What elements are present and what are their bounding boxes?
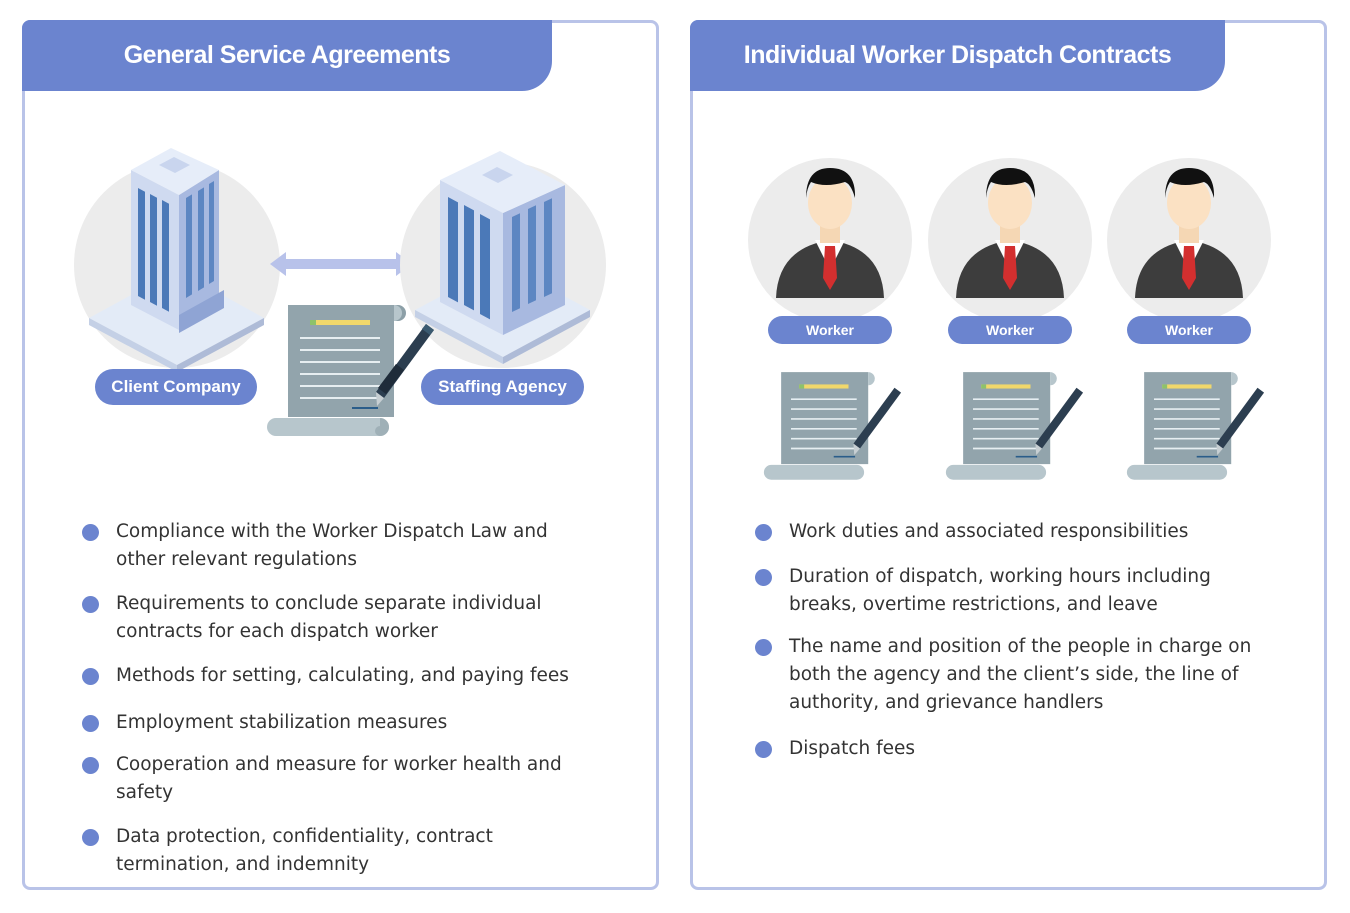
list-item: Compliance with the Worker Dispatch Law … (82, 518, 602, 574)
bullet-dot (755, 741, 772, 758)
worker-label: Worker (1127, 316, 1251, 344)
list-item: Duration of dispatch, working hours incl… (755, 563, 1265, 619)
contract-scroll-icon (945, 372, 1084, 480)
worker-avatar-icon (748, 158, 912, 322)
list-item: Methods for setting, calculating, and pa… (82, 662, 602, 690)
list-item: Data protection, confidentiality, contra… (82, 823, 602, 879)
pen-icon (1216, 387, 1265, 456)
panel-title: General Service Agreements (22, 20, 552, 91)
contract-scroll-icon (763, 372, 902, 480)
pen-icon (376, 324, 434, 406)
worker-label: Worker (948, 316, 1072, 344)
pen-icon (853, 387, 902, 456)
panel-title: Individual Worker Dispatch Contracts (690, 20, 1225, 91)
list-item: Cooperation and measure for worker healt… (82, 751, 602, 807)
contract-scroll-icon (1126, 372, 1265, 480)
bullet-dot (82, 757, 99, 774)
list-item: The name and position of the people in c… (755, 633, 1265, 717)
right-bullet-list: Work duties and associated responsibilit… (755, 518, 1265, 763)
double-arrow-icon (270, 252, 412, 276)
list-item: Dispatch fees (755, 735, 1265, 763)
staffing-agency-label: Staffing Agency (421, 369, 584, 405)
client-building-icon (74, 148, 280, 372)
bullet-dot (82, 715, 99, 732)
bullet-dot (755, 524, 772, 541)
pen-icon (1035, 387, 1084, 456)
agency-building-icon (400, 151, 606, 368)
worker-avatar-icon (928, 158, 1092, 322)
bullet-dot (82, 524, 99, 541)
contract-scroll-icon (267, 305, 434, 436)
list-item: Work duties and associated responsibilit… (755, 518, 1265, 546)
list-item: Requirements to conclude separate indivi… (82, 590, 602, 646)
list-item: Employment stabilization measures (82, 709, 602, 737)
client-company-label: Client Company (95, 369, 257, 405)
bullet-dot (82, 596, 99, 613)
worker-avatar-icon (1107, 158, 1271, 322)
left-bullet-list: Compliance with the Worker Dispatch Law … (82, 518, 602, 879)
bullet-dot (755, 639, 772, 656)
bullet-dot (82, 829, 99, 846)
worker-label: Worker (768, 316, 892, 344)
bullet-dot (755, 569, 772, 586)
general-service-agreements-panel: General Service Agreements (22, 20, 659, 890)
bullet-dot (82, 668, 99, 685)
